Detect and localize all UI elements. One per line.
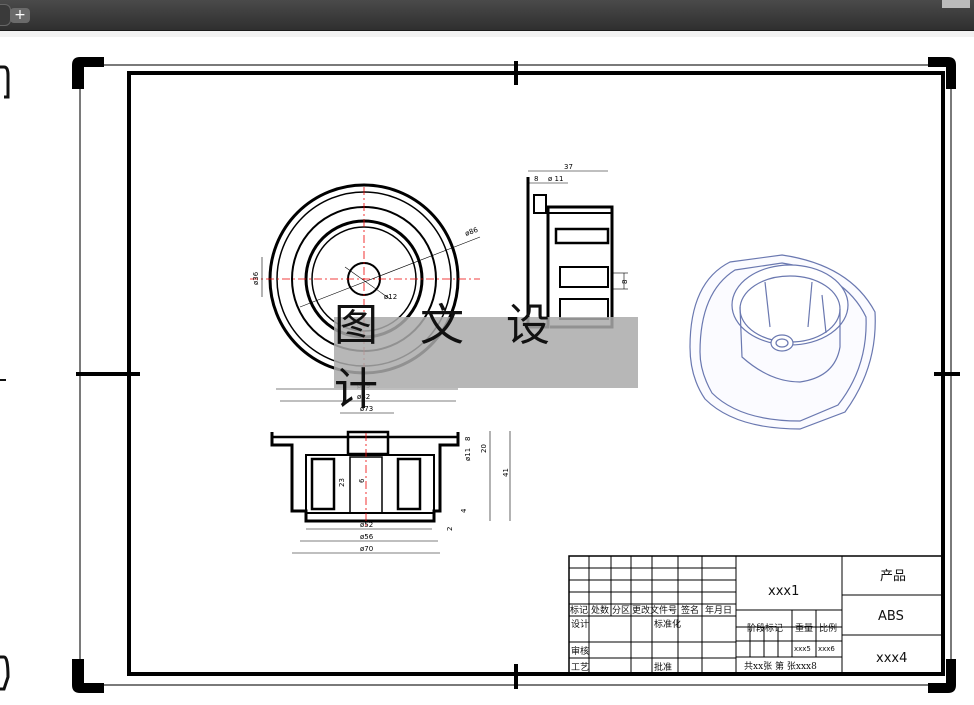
tb-row-standardize: 标准化 (654, 618, 681, 630)
add-tab-button[interactable]: + (10, 8, 30, 23)
dim-w11: ø 11 (548, 175, 563, 183)
front-view (270, 388, 511, 554)
dim-d70: ø70 (360, 545, 373, 553)
watermark-text: 图 文 设 计 (334, 299, 564, 415)
dim-d86: ø86 (464, 226, 480, 238)
dim-d52: ø52 (360, 521, 373, 529)
centering-marks (76, 61, 960, 689)
tb-drawing-no: xxx4 (876, 651, 907, 666)
dim-h2: 2 (446, 527, 454, 531)
corner-marks (72, 57, 956, 693)
tb-col-change-doc: 更改文件号 (632, 604, 677, 616)
dim-h8: 8 (464, 437, 472, 441)
dim-h6: 6 (358, 478, 366, 483)
tb-material: ABS (878, 609, 904, 624)
tb-row-design: 设计 (571, 618, 589, 630)
tb-stage-mark: 阶段标记 (747, 622, 783, 634)
dim-h23: 23 (338, 478, 346, 487)
tb-col-mark: 标记 (570, 604, 588, 616)
tb-col-count: 处数 (591, 604, 609, 616)
tb-weight-label: 重量 (795, 622, 813, 634)
dim-d82: ø82 (357, 393, 370, 401)
toolbar-strip (0, 31, 974, 37)
tb-part-code: xxx1 (768, 584, 799, 599)
dim-w37: 37 (564, 163, 573, 171)
dim-d56: ø56 (360, 533, 374, 541)
dim-d73: ø73 (360, 405, 373, 413)
isometric-render (689, 254, 876, 430)
tb-col-zone: 分区 (612, 605, 630, 616)
tb-scale-label: 比例 (819, 622, 837, 634)
tb-row-process: 工艺 (571, 662, 589, 673)
dim-h11: ø11 (464, 448, 472, 461)
tb-weight: xxx5 (794, 645, 811, 653)
tab-bar: + (0, 0, 974, 31)
drawing-canvas: ø86 ø12 ø36 37 8 ø 11 8 ø89 ø (0, 57, 960, 693)
tb-sheet-info: 共xx张 第 张xxx8 (744, 660, 817, 672)
tb-scale: xxx6 (818, 645, 835, 653)
watermark-banner: 图 文 设 计 (334, 300, 638, 415)
tb-row-approve: 批准 (654, 661, 672, 673)
dim-w8: 8 (534, 175, 538, 183)
dim-h41: 41 (502, 468, 510, 477)
tb-col-date: 年月日 (705, 604, 732, 616)
title-block (568, 555, 944, 675)
dim-side-h: 8 (621, 280, 629, 284)
dim-h4: 4 (460, 508, 468, 513)
dim-h20: 20 (480, 444, 488, 453)
tb-row-review: 审核 (571, 645, 589, 657)
dim-left: ø36 (252, 271, 260, 285)
tb-product-label: 产品 (880, 569, 906, 584)
tb-col-sign: 签名 (681, 604, 699, 616)
dim-d12: ø12 (384, 293, 397, 301)
window-control[interactable] (942, 0, 970, 8)
prev-sheet-edge (0, 65, 10, 691)
